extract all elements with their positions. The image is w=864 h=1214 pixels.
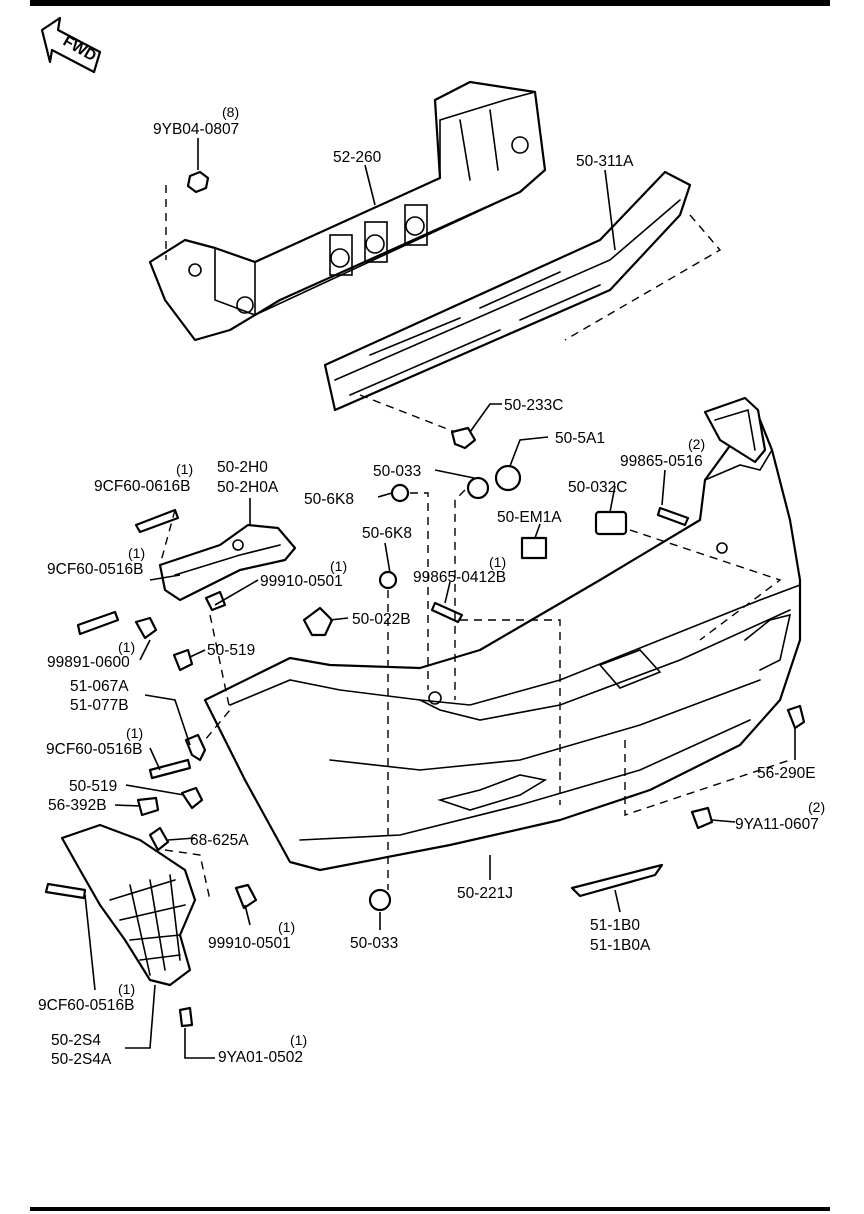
label-p2-code: 52-260 bbox=[333, 149, 382, 166]
label-p37-code: 9YA01-0502 bbox=[218, 1049, 303, 1066]
label-p8-code: 50-032C bbox=[568, 479, 627, 496]
label-p16-qty: (1) bbox=[330, 558, 347, 574]
cap-icon bbox=[378, 570, 398, 590]
label-p15-qty: (1) bbox=[128, 545, 145, 561]
bolt-icon bbox=[44, 882, 87, 900]
top-border-bar bbox=[30, 0, 830, 6]
label-p1-qty: (8) bbox=[222, 104, 239, 120]
push-clip-icon bbox=[302, 606, 334, 637]
label-p22-code: 51-077B bbox=[70, 697, 129, 714]
cap-icon bbox=[390, 483, 410, 503]
assembly-dash-lines bbox=[159, 185, 791, 901]
label-p37-qty: (1) bbox=[290, 1032, 307, 1048]
label-p24-code: 50-519 bbox=[69, 778, 117, 795]
bumper-absorber bbox=[323, 170, 692, 412]
label-p7-qty: (2) bbox=[688, 436, 705, 452]
label-p15-code: 9CF60-0516B bbox=[47, 561, 144, 578]
bolt-icon bbox=[148, 758, 192, 780]
bumper-cover bbox=[203, 418, 802, 872]
label-p5-code: 50-5A1 bbox=[555, 430, 605, 447]
bumper-reinforcement bbox=[148, 80, 547, 342]
label-p31-code: 50-221J bbox=[457, 885, 513, 902]
label-p17-qty: (1) bbox=[489, 554, 506, 570]
nut-icon bbox=[186, 170, 210, 194]
mud-guard bbox=[60, 823, 197, 987]
cap-icon bbox=[494, 464, 522, 492]
label-p16-code: 99910-0501 bbox=[260, 573, 343, 590]
label-p26-code: 68-625A bbox=[190, 832, 249, 849]
clip-icon bbox=[594, 510, 628, 536]
tail-reflector bbox=[703, 396, 767, 464]
clip-icon bbox=[180, 786, 204, 810]
label-p6-code: 50-033 bbox=[373, 463, 421, 480]
fwd-arrow-icon: FWD bbox=[40, 16, 102, 74]
label-p19-code: 99891-0600 bbox=[47, 654, 130, 671]
label-p25-code: 56-392B bbox=[48, 797, 107, 814]
label-p23-code: 9CF60-0516B bbox=[46, 741, 143, 758]
clip-icon bbox=[148, 826, 170, 852]
cap-icon bbox=[466, 476, 490, 500]
label-p14-code: 50-6K8 bbox=[362, 525, 412, 542]
label-p29-qty: (1) bbox=[278, 919, 295, 935]
label-p11-qty: (1) bbox=[176, 461, 193, 477]
label-p7-code: 99865-0516 bbox=[620, 453, 703, 470]
clip-icon bbox=[204, 590, 227, 612]
clip-icon bbox=[450, 426, 477, 450]
label-p34-code: 9CF60-0516B bbox=[38, 997, 135, 1014]
label-p35-code: 50-2S4 bbox=[51, 1032, 101, 1049]
label-p13-code: 50-EM1A bbox=[497, 509, 562, 526]
cap-icon bbox=[786, 704, 806, 730]
label-p4-code: 50-233C bbox=[504, 397, 563, 414]
screw-icon bbox=[136, 796, 160, 817]
bolt-icon bbox=[134, 508, 180, 534]
label-p27-code: 56-290E bbox=[757, 765, 816, 782]
label-p20-code: 50-519 bbox=[207, 642, 255, 659]
label-p9-code: 50-2H0 bbox=[217, 459, 268, 476]
screw-icon bbox=[656, 506, 690, 527]
cap-icon bbox=[368, 888, 392, 912]
label-p11-code: 9CF60-0616B bbox=[94, 478, 191, 495]
label-p36-code: 50-2S4A bbox=[51, 1051, 112, 1068]
small-fasteners bbox=[44, 170, 806, 1028]
label-p19-qty: (1) bbox=[118, 639, 135, 655]
side-bracket bbox=[158, 523, 297, 602]
label-p10-code: 50-2H0A bbox=[217, 479, 279, 496]
label-p34-qty: (1) bbox=[118, 981, 135, 997]
label-p1-code: 9YB04-0807 bbox=[153, 121, 239, 138]
part-labels: (8) 9YB04-0807 52-260 50-311A 50-233C 50… bbox=[38, 104, 825, 1068]
label-p28-qty: (2) bbox=[808, 799, 825, 815]
clip-icon bbox=[234, 883, 258, 910]
leader-lines bbox=[84, 138, 796, 1059]
screw-icon bbox=[430, 601, 464, 624]
bottom-border-bar bbox=[30, 1207, 830, 1211]
label-p3-code: 50-311A bbox=[576, 153, 634, 170]
label-p18-code: 50-022B bbox=[352, 611, 411, 628]
plate-icon bbox=[520, 536, 548, 560]
label-p29-code: 99910-0501 bbox=[208, 935, 291, 952]
label-p23-qty: (1) bbox=[126, 725, 143, 741]
label-p33-code: 51-1B0A bbox=[590, 937, 651, 954]
bumper-garnish bbox=[570, 863, 664, 898]
retainer-icon bbox=[184, 733, 207, 762]
bolt-icon bbox=[76, 610, 120, 636]
label-p28-code: 9YA11-0607 bbox=[735, 816, 819, 833]
label-p12-code: 50-6K8 bbox=[304, 491, 354, 508]
label-p21-code: 51-067A bbox=[70, 678, 129, 695]
label-p30-code: 50-033 bbox=[350, 935, 398, 952]
label-p32-code: 51-1B0 bbox=[590, 917, 640, 934]
screw-icon bbox=[690, 806, 714, 830]
clip-icon bbox=[172, 648, 194, 672]
nut-icon bbox=[134, 616, 158, 640]
label-p17-code: 99865-0412B bbox=[413, 569, 506, 586]
screw-icon bbox=[178, 1006, 194, 1028]
